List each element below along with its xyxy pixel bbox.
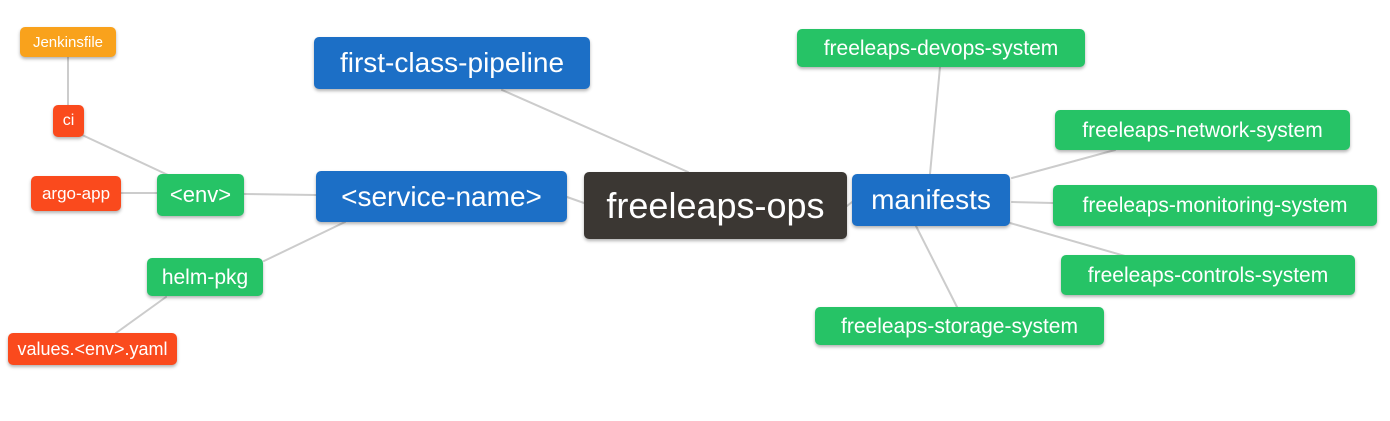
edge-manifests-network-system xyxy=(1011,149,1116,179)
edge-manifests-devops-system xyxy=(929,66,941,175)
edge-helm-pkg-values-env-yaml xyxy=(115,296,167,334)
edge-first-class-pipeline-freeleaps-ops xyxy=(501,89,689,173)
node-freeleaps-storage-system[interactable]: freeleaps-storage-system xyxy=(815,307,1104,345)
node-manifests[interactable]: manifests xyxy=(852,174,1010,226)
node-freeleaps-controls-system[interactable]: freeleaps-controls-system xyxy=(1061,255,1355,295)
edge-ci-env xyxy=(79,133,169,176)
node-freeleaps-network-system[interactable]: freeleaps-network-system xyxy=(1055,110,1350,150)
node-ci[interactable]: ci xyxy=(53,105,84,137)
node-first-class-pipeline[interactable]: first-class-pipeline xyxy=(314,37,590,89)
edge-manifests-monitoring-system xyxy=(1011,201,1054,204)
edge-manifests-storage-system xyxy=(915,225,958,308)
node-freeleaps-ops[interactable]: freeleaps-ops xyxy=(584,172,847,239)
node-helm-pkg[interactable]: helm-pkg xyxy=(147,258,263,296)
node-env[interactable]: <env> xyxy=(157,174,244,216)
edge-service-name-helm-pkg xyxy=(263,221,346,262)
edge-freeleaps-ops-manifests xyxy=(846,201,853,207)
edge-env-service-name xyxy=(243,193,317,196)
edge-service-name-freeleaps-ops xyxy=(566,196,585,204)
node-argo-app[interactable]: argo-app xyxy=(31,176,121,211)
node-freeleaps-monitoring-system[interactable]: freeleaps-monitoring-system xyxy=(1053,185,1377,226)
edge-manifests-controls-system xyxy=(1009,222,1126,257)
node-service-name[interactable]: <service-name> xyxy=(316,171,567,222)
node-jenkinsfile[interactable]: Jenkinsfile xyxy=(20,27,116,57)
node-values-env-yaml[interactable]: values.<env>.yaml xyxy=(8,333,177,365)
node-freeleaps-devops-system[interactable]: freeleaps-devops-system xyxy=(797,29,1085,67)
